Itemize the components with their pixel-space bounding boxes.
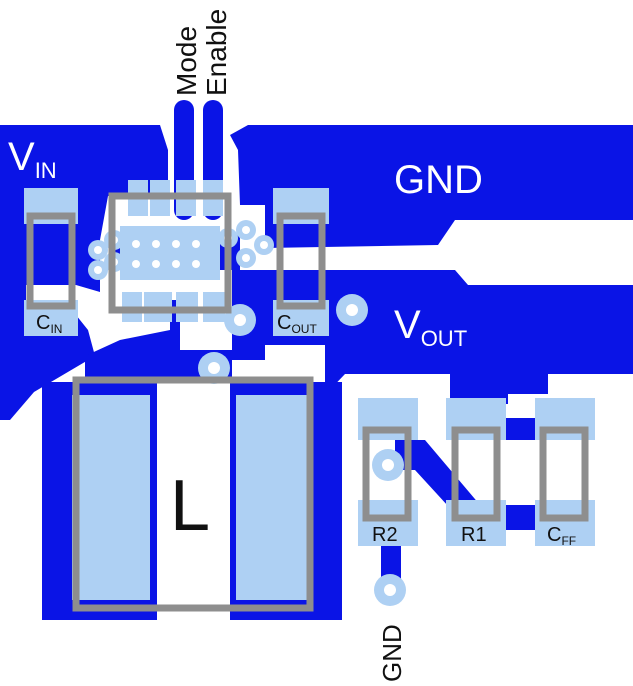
cin-outline	[26, 212, 76, 310]
inductor-label: L	[170, 466, 210, 546]
vin-label-main: V	[8, 135, 35, 179]
via-hole	[192, 240, 200, 248]
r1-outline	[451, 426, 501, 522]
via-hole	[384, 584, 396, 596]
via-hole	[132, 260, 140, 268]
component-outlines	[26, 192, 589, 612]
vout-copper-pour	[232, 270, 633, 395]
vout-label-sub: OUT	[421, 326, 467, 351]
vout-label: VOUT	[394, 303, 467, 351]
via-hole	[192, 260, 200, 268]
gnd-top-pour	[230, 125, 633, 248]
vin-label-sub: IN	[35, 158, 57, 183]
vin-copper-pour	[0, 125, 168, 300]
inductor-pad-right	[236, 395, 310, 600]
gnd-top-label: GND	[394, 158, 483, 202]
via-hole	[346, 304, 358, 316]
cff-outline	[539, 426, 589, 522]
via-hole	[242, 254, 250, 262]
via-hole	[94, 246, 102, 254]
cff-label-main: C	[547, 524, 561, 546]
via-hole	[152, 240, 160, 248]
r2-label: R2	[372, 524, 398, 546]
r2-outline	[362, 426, 412, 522]
cin-label-sub: IN	[50, 322, 62, 336]
vout-feed-cff	[508, 374, 548, 394]
vout-label-main: V	[394, 303, 421, 347]
via-hole	[152, 260, 160, 268]
cout-outline	[276, 212, 326, 310]
ic-outline	[108, 192, 232, 314]
mode-label: Mode	[171, 26, 202, 96]
cout-label-sub: OUT	[291, 322, 317, 336]
inductor-pad-left	[72, 395, 150, 600]
cout-label-main: C	[277, 312, 291, 334]
via-hole	[208, 362, 220, 374]
cff-label-sub: FF	[561, 534, 576, 548]
vin-label: VIN	[8, 135, 57, 183]
via-hole	[94, 266, 102, 274]
gnd-bottom-label: GND	[377, 624, 407, 682]
ic-thermal-pad	[120, 226, 220, 280]
enable-label: Enable	[201, 9, 232, 96]
cin-label-main: C	[36, 312, 50, 334]
via-hole	[242, 226, 250, 234]
via-hole	[260, 241, 268, 249]
via-hole	[172, 260, 180, 268]
via-hole	[132, 240, 140, 248]
labels-layer: Mode Enable VIN GND VOUT CIN COUT L R2 R…	[8, 9, 576, 682]
via-hole	[172, 240, 180, 248]
cout-label: COUT	[277, 312, 317, 336]
r1-label: R1	[461, 524, 487, 546]
via-hole	[234, 314, 246, 326]
thermal-vias	[132, 240, 200, 268]
via-hole	[382, 459, 394, 471]
cin-label: CIN	[36, 312, 62, 336]
cff-label: CFF	[547, 524, 576, 548]
switch-node-pour	[85, 300, 232, 378]
inductor-outline	[72, 376, 314, 612]
